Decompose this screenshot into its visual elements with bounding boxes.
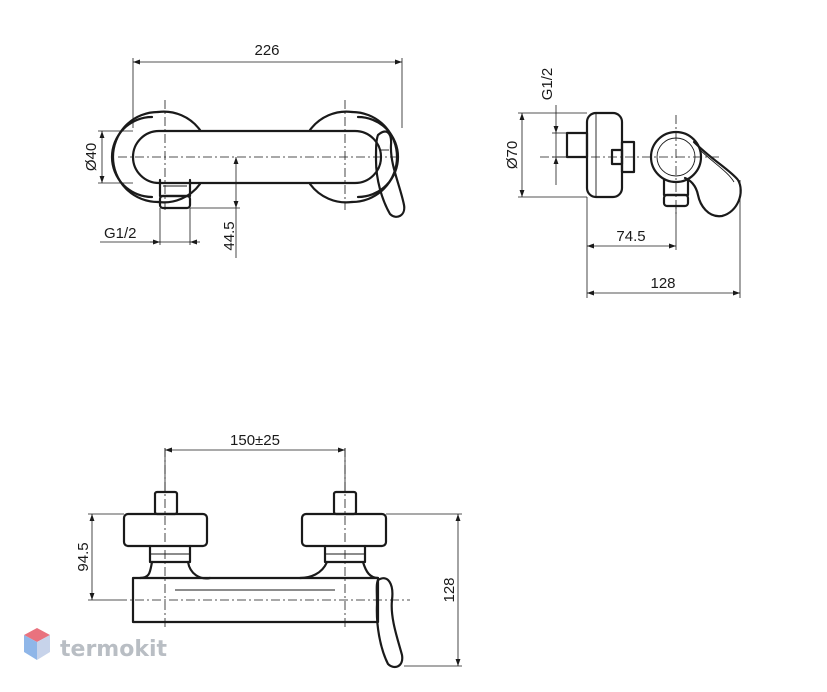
dim-centre-distance: 150±25 [230,432,280,449]
dim-overall-height-128: 128 [441,577,458,602]
dim-diameter-40: Ø40 [83,143,100,171]
dim-diameter-70: Ø70 [504,141,521,169]
dim-height-44-5: 44.5 [221,221,238,250]
watermark-logo: termokit [24,628,167,662]
dim-axis-height-94-5: 94.5 [75,542,92,571]
dim-overall-length: 226 [254,42,279,59]
dim-depth-128: 128 [650,275,675,292]
top-view: 226 Ø40 G1/2 44.5 [83,42,406,258]
watermark-text: termokit [60,637,167,662]
front-view: 150±25 94.5 128 [75,432,462,669]
dim-outlet-74-5: 74.5 [616,228,645,245]
dim-thread-top: G1/2 [104,225,137,242]
side-view: G1/2 Ø70 74.5 128 [504,68,742,298]
dim-thread-side: G1/2 [539,68,556,101]
cube-icon [24,628,50,660]
